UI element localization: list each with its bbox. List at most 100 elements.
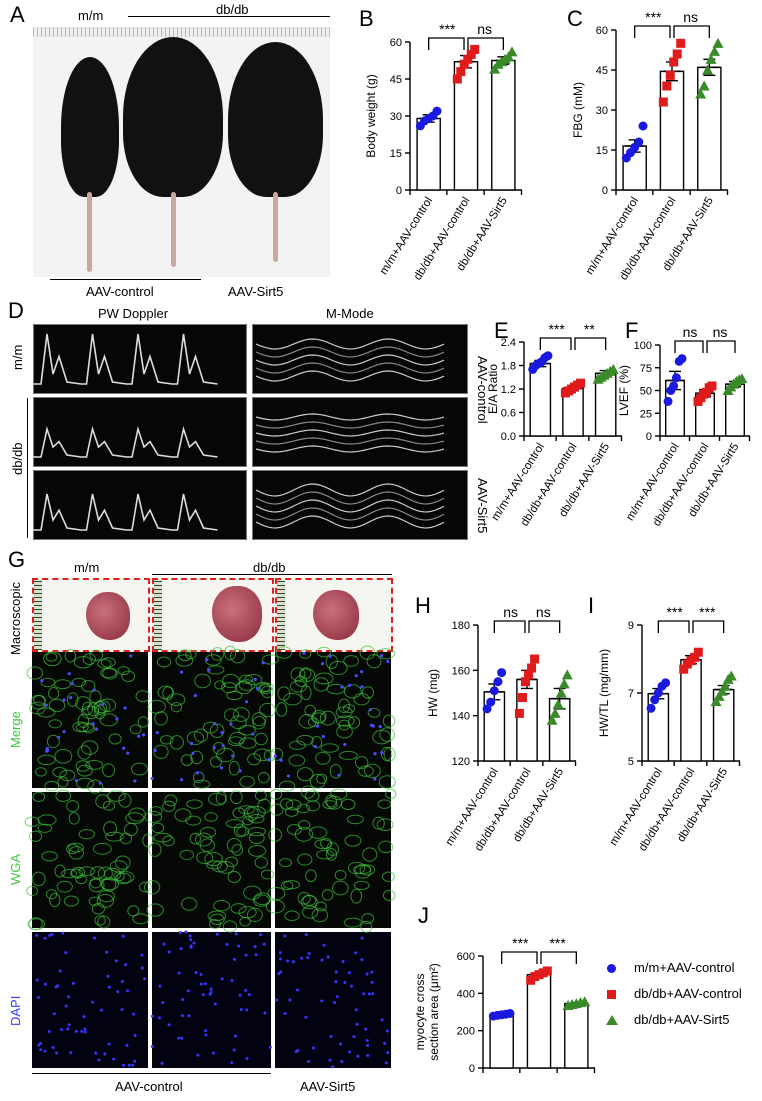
nucleus [150, 776, 154, 781]
data-point [576, 378, 586, 388]
bar [564, 1002, 589, 1069]
dapi-nucleus [188, 934, 192, 938]
data-point [709, 45, 721, 56]
y-tick-label: 0 [646, 431, 652, 443]
wga-cell [49, 892, 61, 908]
dapi-nucleus [157, 1016, 161, 1020]
significance-label: ns [503, 604, 518, 620]
wga-cell [233, 823, 247, 838]
data-point [679, 664, 689, 674]
dapi-nucleus [67, 1023, 71, 1027]
wga-cell [108, 733, 122, 745]
dapi-nucleus [209, 990, 213, 994]
wga-cell [242, 816, 254, 826]
nucleus [286, 774, 291, 778]
dapi-nucleus [320, 999, 324, 1003]
wga-cell [94, 915, 106, 926]
dapi-nucleus [371, 992, 375, 996]
wga-cell [115, 855, 131, 870]
wga-cell [230, 790, 243, 805]
y-tick-label: 25 [640, 408, 652, 420]
ruler-strip [154, 580, 162, 650]
dapi-nucleus [133, 1059, 137, 1063]
wga-cell [54, 864, 66, 878]
dapi-nucleus [339, 1042, 343, 1046]
significance-bracket [634, 25, 671, 38]
wga-cell [288, 754, 306, 767]
data-point [698, 80, 710, 91]
nucleus [69, 696, 73, 700]
wga-cell [308, 826, 328, 839]
wga-cell [178, 649, 192, 662]
wga-cell [202, 721, 219, 734]
mouse-dbdb-control [123, 37, 223, 197]
wga-cell [320, 743, 340, 753]
wga-cell [68, 811, 80, 825]
wga-cell [73, 656, 93, 669]
wga-cell [48, 698, 66, 713]
dapi-nucleus [360, 958, 364, 962]
data-point [470, 44, 480, 54]
wga-cell [154, 711, 168, 726]
dapi-nucleus [277, 972, 281, 976]
data-point [669, 57, 679, 67]
wga-cell [378, 775, 396, 789]
dapi-nucleus [80, 1029, 84, 1033]
wga-cell [57, 776, 69, 788]
dapi-nucleus [122, 1063, 126, 1067]
nucleus [45, 746, 49, 751]
wga-cell [139, 881, 152, 893]
wga-cell [180, 754, 193, 767]
legend: m/m+AAV-control db/db+AAV-control db/db+… [602, 960, 762, 1038]
wga-cell [206, 665, 225, 675]
wga-cell [131, 762, 149, 776]
dapi-nucleus [201, 993, 205, 997]
significance-bracket [501, 951, 538, 964]
nucleus [137, 734, 141, 738]
wga-cell [66, 692, 79, 707]
nucleus [179, 670, 184, 674]
data-point [463, 54, 473, 64]
data-point [702, 64, 714, 75]
dapi-nucleus [220, 977, 224, 981]
wga-cell [257, 771, 270, 784]
dapi-nucleus [105, 950, 109, 954]
data-point [672, 49, 682, 59]
y-axis-label-line: section area (μm²) [427, 963, 441, 1061]
dapi-nucleus [178, 931, 182, 935]
dapi-nucleus [161, 1001, 165, 1005]
data-point [546, 714, 558, 725]
wga-cell [334, 869, 347, 881]
dapi-nucleus [365, 972, 369, 976]
wga-cell [82, 653, 96, 666]
wga-cell [238, 737, 257, 749]
data-point [665, 70, 675, 80]
dapi-nucleus [50, 932, 54, 936]
dapi-nucleus [187, 1014, 191, 1018]
wga-cell [338, 698, 350, 714]
wga-cell [329, 763, 342, 779]
dapi-dbdb-sirt5 [275, 932, 391, 1068]
nucleus [115, 717, 119, 721]
wga-cell [353, 693, 370, 706]
dapi-nucleus [306, 956, 310, 960]
bar [697, 66, 722, 191]
wga-cell [346, 814, 364, 825]
wga-cell [231, 843, 243, 856]
wga-cell [206, 860, 222, 870]
y-tick-label: 0.0 [501, 431, 516, 443]
wga-cell [246, 907, 263, 923]
wga-cell [283, 692, 302, 706]
wga-cell [347, 716, 361, 729]
nucleus [360, 670, 364, 674]
legend-circle-icon [607, 964, 616, 973]
wga-cell [24, 816, 40, 827]
wga-cell [195, 832, 213, 847]
data-point [489, 686, 499, 696]
wga-cell [238, 679, 256, 691]
dapi-nucleus [82, 1015, 86, 1019]
dapi-nucleus [283, 934, 287, 938]
dapi-nucleus [58, 969, 62, 973]
wga-cell [316, 849, 335, 860]
y-axis-label-line: myocyte cross [413, 974, 427, 1051]
